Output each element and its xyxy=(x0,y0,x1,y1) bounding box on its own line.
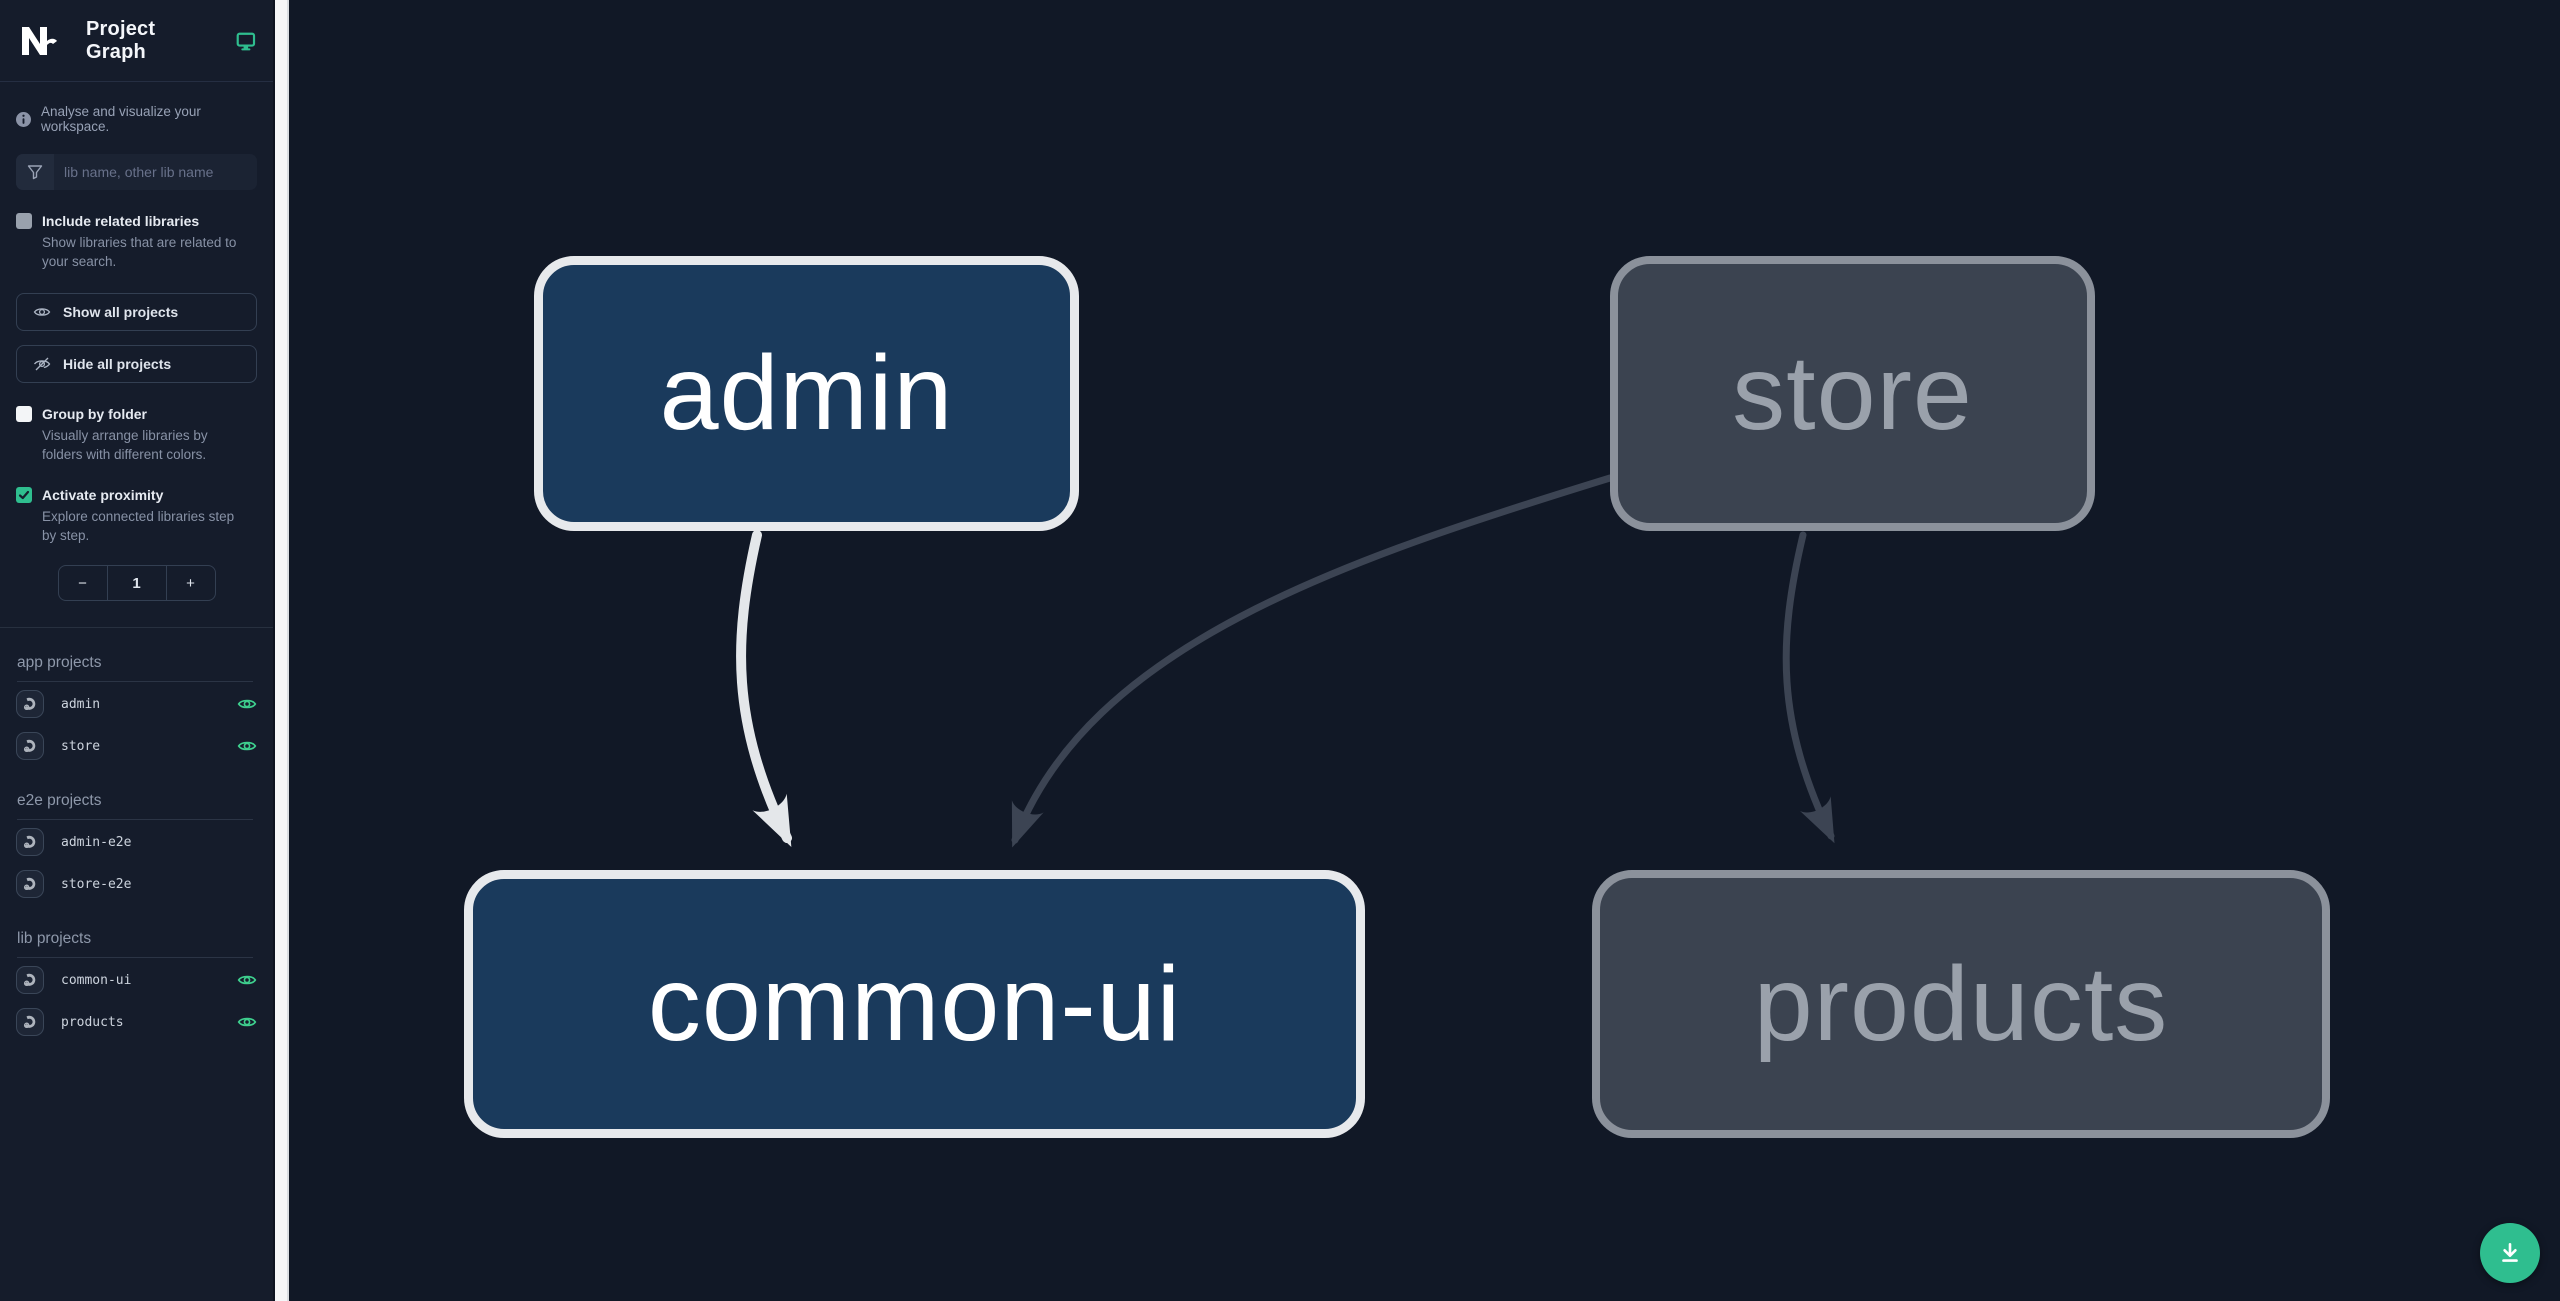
group-by-folder-description: Visually arrange libraries by folders wi… xyxy=(42,428,208,462)
focus-project-button[interactable] xyxy=(16,732,44,760)
funnel-icon xyxy=(16,154,54,190)
group-by-folder-label: Group by folder xyxy=(42,406,147,422)
project-row-admin-e2e: admin-e2e xyxy=(0,822,273,862)
toggle-visibility-eye-icon[interactable] xyxy=(237,694,257,714)
focus-icon xyxy=(23,739,36,753)
focus-project-button[interactable] xyxy=(16,870,44,898)
info-icon xyxy=(16,111,31,127)
focus-project-button[interactable] xyxy=(16,690,44,718)
download-image-button[interactable] xyxy=(2480,1223,2540,1283)
tagline-text: Analyse and visualize your workspace. xyxy=(41,104,201,134)
focus-icon xyxy=(23,835,36,849)
toggle-visibility-eye-icon[interactable] xyxy=(237,1012,257,1032)
project-name: common-ui xyxy=(61,972,132,988)
project-row-products: products xyxy=(0,1002,273,1042)
sidebar-header: Project Graph xyxy=(0,0,273,82)
nx-logo xyxy=(22,26,57,55)
stepper-increment-button[interactable]: + xyxy=(186,574,195,592)
show-all-projects-button[interactable]: Show all projects xyxy=(16,293,257,331)
graph-canvas[interactable]: admin store common-ui products xyxy=(289,0,2560,1301)
project-name: admin-e2e xyxy=(61,834,132,850)
eye-icon xyxy=(33,308,51,316)
project-row-store: store xyxy=(0,726,273,766)
app-title: Project Graph xyxy=(86,17,156,63)
toggle-group-by-folder[interactable]: Group by folder Visually arrange librari… xyxy=(0,405,273,464)
filter-input[interactable] xyxy=(54,154,257,190)
edge-admin-to-common-ui[interactable] xyxy=(736,530,792,848)
activate-proximity-label: Activate proximity xyxy=(42,487,164,503)
focus-icon xyxy=(23,697,36,711)
activate-proximity-description: Explore connected libraries step by step… xyxy=(42,509,235,543)
graph-node-store[interactable]: store xyxy=(1610,256,2095,531)
project-name: admin xyxy=(61,696,101,712)
project-name: store-e2e xyxy=(61,876,132,892)
graph-edges xyxy=(736,474,1835,848)
focus-icon xyxy=(23,1015,36,1029)
section-lib-projects: lib projects common-ui xyxy=(0,930,273,1042)
node-label: products xyxy=(1753,944,2169,1063)
hide-all-projects-label: Hide all projects xyxy=(63,356,172,372)
download-icon xyxy=(2502,1243,2518,1262)
sidebar-divider xyxy=(0,627,273,628)
project-row-store-e2e: store-e2e xyxy=(0,864,273,904)
checkbox-include-related[interactable] xyxy=(16,213,32,229)
focus-project-button[interactable] xyxy=(16,828,44,856)
checkbox-activate-proximity[interactable] xyxy=(16,487,32,503)
project-row-admin: admin xyxy=(0,684,273,724)
node-label: admin xyxy=(659,334,954,452)
proximity-stepper: − 1 + xyxy=(57,565,216,601)
monitor-icon xyxy=(236,32,256,50)
project-name: store xyxy=(61,738,101,754)
stepper-decrement-button[interactable]: − xyxy=(78,574,87,592)
graph-node-common-ui[interactable]: common-ui xyxy=(464,870,1365,1138)
edge-store-to-products[interactable] xyxy=(1782,531,1835,844)
check-icon xyxy=(18,490,30,500)
section-e2e-projects: e2e projects admin-e2e store-e2e xyxy=(0,792,273,904)
graph-node-admin[interactable]: admin xyxy=(534,256,1079,531)
node-label: store xyxy=(1732,334,1973,452)
node-label: common-ui xyxy=(647,944,1182,1063)
focus-icon xyxy=(23,973,36,987)
project-row-common-ui: common-ui xyxy=(0,960,273,1000)
project-name: products xyxy=(61,1014,124,1030)
section-app-projects: app projects admin xyxy=(0,654,273,766)
show-all-projects-label: Show all projects xyxy=(63,304,179,320)
stepper-value: 1 xyxy=(106,566,167,600)
toggle-visibility-eye-icon[interactable] xyxy=(237,736,257,756)
include-related-description: Show libraries that are related to your … xyxy=(42,235,237,269)
toggle-include-related[interactable]: Include related libraries Show libraries… xyxy=(0,212,273,271)
filter-box xyxy=(16,154,257,190)
include-related-label: Include related libraries xyxy=(42,213,200,229)
sidebar: Project Graph Analyse and visualize your… xyxy=(0,0,273,1301)
toggle-activate-proximity[interactable]: Activate proximity Explore connected lib… xyxy=(0,486,273,545)
eye-off-icon xyxy=(33,357,51,371)
section-title: lib projects xyxy=(17,930,253,958)
checkbox-group-by-folder[interactable] xyxy=(16,406,32,422)
hide-all-projects-button[interactable]: Hide all projects xyxy=(16,345,257,383)
workspace-tagline: Analyse and visualize your workspace. xyxy=(0,104,273,134)
sidebar-resize-handle[interactable] xyxy=(273,0,289,1301)
graph-node-products[interactable]: products xyxy=(1592,870,2330,1138)
focus-project-button[interactable] xyxy=(16,966,44,994)
focus-project-button[interactable] xyxy=(16,1008,44,1036)
toggle-visibility-eye-icon[interactable] xyxy=(237,970,257,990)
section-title: app projects xyxy=(17,654,253,682)
focus-icon xyxy=(23,877,36,891)
edge-store-to-common-ui[interactable] xyxy=(1011,474,1614,848)
section-title: e2e projects xyxy=(17,792,253,820)
